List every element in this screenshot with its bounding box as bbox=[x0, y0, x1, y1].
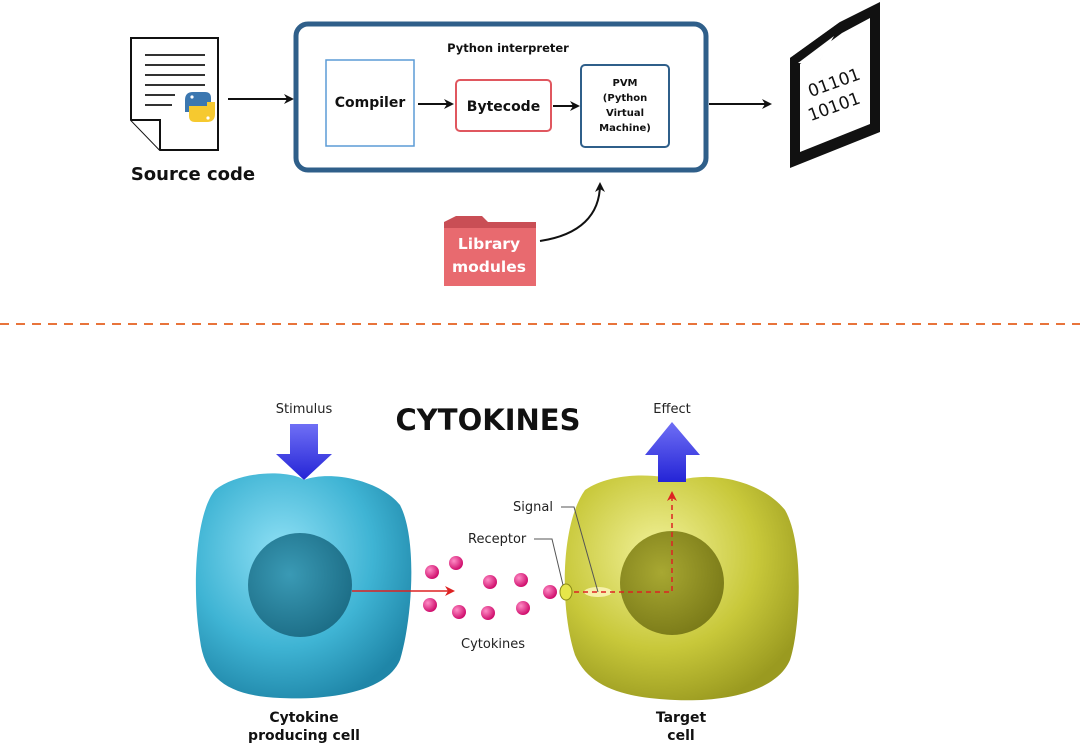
compiler-box bbox=[325, 59, 415, 147]
signal-label: Signal bbox=[513, 500, 553, 515]
pvm-line-4: Machine) bbox=[599, 123, 651, 134]
cytokines-label: Cytokines bbox=[461, 637, 525, 652]
effect-label: Effect bbox=[653, 402, 690, 417]
pvm-line-3: Virtual bbox=[606, 108, 644, 119]
stimulus-label: Stimulus bbox=[276, 402, 333, 417]
cytokine-particles bbox=[423, 556, 557, 620]
cytokine-dot bbox=[452, 605, 466, 619]
cytokine-dot bbox=[481, 606, 495, 620]
arrow-library-to-interpreter bbox=[539, 182, 605, 242]
cytokines-title: CYTOKINES bbox=[396, 403, 581, 437]
source-code-icon bbox=[130, 37, 219, 151]
signal-leader bbox=[561, 506, 599, 593]
library-folder-icon bbox=[444, 216, 536, 286]
bytecode-label: Bytecode bbox=[467, 99, 540, 115]
pvm-line-1: PVM bbox=[612, 78, 637, 89]
effect-arrow bbox=[645, 422, 700, 482]
receptor-leader bbox=[534, 538, 564, 586]
producing-cell-label-line-1: Cytokine bbox=[269, 710, 338, 726]
library-line-1: Library bbox=[458, 235, 520, 253]
target-cell-label-line-1: Target bbox=[656, 710, 707, 726]
library-line-2: modules bbox=[452, 258, 526, 276]
cytokine-dot bbox=[516, 601, 530, 615]
receptor-label: Receptor bbox=[468, 532, 527, 547]
signal-path bbox=[574, 491, 677, 593]
receptor-icon bbox=[559, 583, 573, 601]
producing-cell-label-line-2: producing cell bbox=[248, 728, 360, 744]
producing-cell-nucleus bbox=[248, 533, 352, 637]
target-cell-label-line-2: cell bbox=[667, 728, 694, 744]
pvm-line-2: (Python bbox=[603, 93, 648, 104]
cytokine-dot bbox=[449, 556, 463, 570]
cytokine-dot bbox=[425, 565, 439, 579]
target-cell-nucleus bbox=[620, 531, 724, 635]
interpreter-title: Python interpreter bbox=[447, 41, 569, 55]
compiler-label: Compiler bbox=[335, 95, 406, 111]
binary-file-icon bbox=[790, 2, 880, 168]
bytecode-box bbox=[455, 79, 552, 132]
pvm-box bbox=[580, 64, 670, 148]
cytokine-dot bbox=[514, 573, 528, 587]
cytokine-dot bbox=[483, 575, 497, 589]
stimulus-arrow bbox=[276, 424, 332, 480]
cytokine-dot bbox=[423, 598, 437, 612]
cytokine-dot bbox=[543, 585, 557, 599]
source-code-label: Source code bbox=[131, 164, 255, 185]
